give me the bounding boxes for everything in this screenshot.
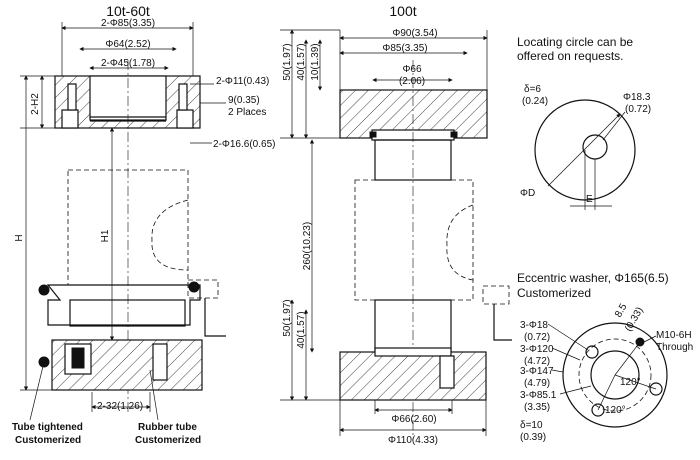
dim-h40b: 40(1.57) — [296, 311, 307, 348]
loc-delta-a: δ=6 — [524, 84, 541, 95]
w-85-b: (3.35) — [524, 402, 550, 413]
w-85-a: 3-Φ85.1 — [520, 390, 557, 401]
w-angle-1: 120° — [620, 377, 641, 388]
w-delta-a: δ=10 — [520, 420, 543, 431]
w-angle-2: 120° — [605, 405, 626, 416]
dim-h2: 2-H2 — [30, 93, 41, 115]
middle-view: 100t Φ90(3.54) Φ85(3.35) Φ66 (2.06) 50(1… — [280, 3, 512, 446]
left-view: 10t-60t 2-Φ85(3.35) Φ64(2.52) 2-Φ45(1.78… — [12, 3, 275, 446]
loc-phi-a: Φ18.3 — [623, 92, 651, 103]
w-through: Through — [656, 342, 693, 353]
dim-d66: Φ66 — [402, 64, 422, 75]
note-line-2: offered on requests. — [517, 49, 624, 63]
dim-h1: H1 — [100, 229, 111, 242]
w-147-b: (4.79) — [524, 378, 550, 389]
left-lower-housing — [46, 284, 201, 326]
dim-h260: 260(10.23) — [302, 222, 313, 270]
washer-outer — [562, 322, 668, 428]
middle-base — [339, 351, 487, 401]
w-120-b: (4.72) — [524, 356, 550, 367]
dim-bolt-circle: 2-Φ85(3.35) — [101, 18, 155, 29]
w-147-a: 3-Φ147 — [520, 366, 554, 377]
middle-title: 100t — [389, 3, 416, 19]
w-delta-b: (0.39) — [520, 432, 546, 443]
label-rubber-customized: Customerized — [135, 435, 201, 446]
label-tube-tightened: Tube tightened — [12, 422, 83, 433]
left-title: 10t-60t — [106, 3, 150, 19]
washer-inner — [590, 350, 640, 400]
dim-bore: 2-Φ16.6(0.65) — [213, 139, 275, 150]
dim-h40: 40(1.57) — [296, 43, 307, 80]
dim-depth-b: 2 Places — [228, 107, 266, 118]
w-120-a: 3-Φ120 — [520, 344, 554, 355]
dim-d90: Φ90(3.54) — [392, 28, 437, 39]
loc-e: E — [586, 194, 593, 205]
dim-d85: Φ85(3.35) — [382, 43, 427, 54]
label-tube-customized: Customerized — [15, 435, 81, 446]
dim-depth-a: 9(0.35) — [228, 95, 260, 106]
washer-custom: Customerized — [517, 286, 591, 300]
w-85-5: 8.5 — [613, 302, 630, 320]
label-rubber-tube: Rubber tube — [138, 422, 197, 433]
w-m10: M10-6H — [656, 330, 692, 341]
dim-d110: Φ110(4.33) — [388, 435, 438, 446]
loc-delta-b: (0.24) — [522, 96, 548, 107]
w-18-a: 3-Φ18 — [520, 320, 548, 331]
dim-outer: Φ64(2.52) — [105, 39, 150, 50]
dim-h: H — [14, 234, 25, 241]
dim-h10: 10(1.39) — [310, 43, 321, 80]
dim-d66b: Φ66(2.60) — [391, 414, 436, 425]
dim-h50b: 50(1.97) — [282, 299, 293, 336]
right-view: Locating circle can be offered on reques… — [517, 35, 693, 443]
loc-phi-d: ΦD — [520, 188, 535, 199]
dim-thread: 2-32(1.26) — [97, 401, 143, 412]
dim-d66-in: (2.06) — [399, 76, 425, 87]
w-18-b: (0.72) — [524, 332, 550, 343]
note-line-1: Locating circle can be — [517, 35, 633, 49]
loc-phi-b: (0.72) — [625, 104, 651, 115]
washer-title: Eccentric washer, Φ165(6.5) — [517, 271, 669, 285]
dim-h50: 50(1.97) — [282, 43, 293, 80]
dim-holes: 2-Φ11(0.43) — [216, 76, 269, 87]
